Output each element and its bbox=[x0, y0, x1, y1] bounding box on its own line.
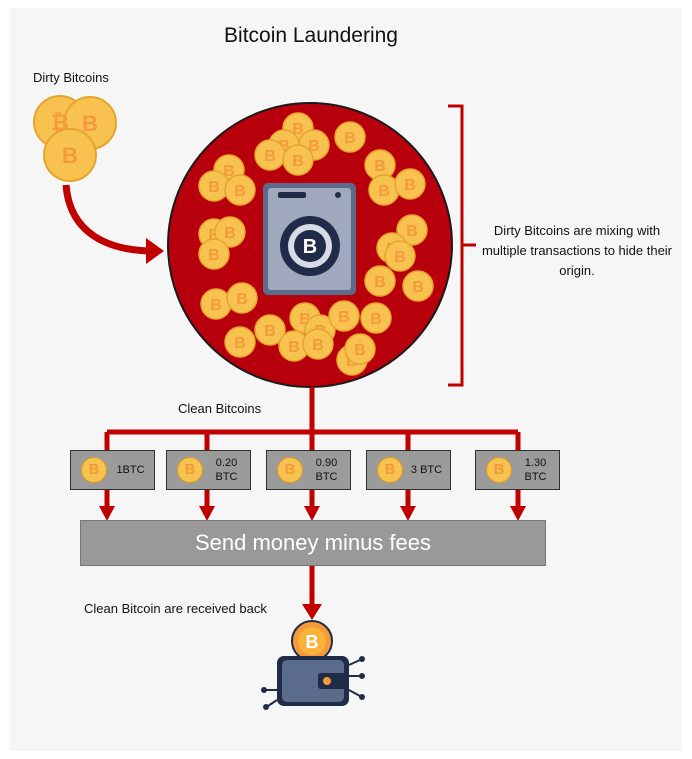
send-money-minus-fees-bar: Send money minus fees bbox=[80, 520, 546, 566]
output-box-1: B 1BTC bbox=[70, 450, 155, 490]
bitcoin-symbol: B bbox=[234, 183, 246, 200]
bitcoin-symbol: B bbox=[278, 138, 290, 155]
svg-text:B: B bbox=[306, 632, 319, 652]
received-back-label: Clean Bitcoin are received back bbox=[84, 601, 267, 616]
bitcoin-symbol: B bbox=[292, 153, 304, 170]
bitcoin-coin-icon bbox=[282, 144, 314, 176]
output-amount: 1.30 BTC bbox=[524, 457, 547, 483]
svg-text:B: B bbox=[303, 236, 317, 258]
bitcoin-coin-icon: B bbox=[377, 457, 403, 483]
bitcoin-symbol: B bbox=[223, 163, 235, 180]
output-box-5: B 1.30 BTC bbox=[475, 450, 560, 490]
bitcoin-coin-icon bbox=[334, 121, 366, 153]
bitcoin-symbol: B bbox=[354, 342, 366, 359]
bitcoin-symbol: B bbox=[370, 311, 382, 328]
diagram-title: Bitcoin Laundering bbox=[224, 24, 398, 47]
output-box-3: B 0.90 BTC bbox=[266, 450, 351, 490]
bitcoin-coin-icon bbox=[254, 314, 286, 346]
bitcoin-symbol: B bbox=[234, 335, 246, 352]
bitcoin-symbol: B bbox=[208, 227, 220, 244]
bitcoin-symbol: B bbox=[210, 297, 222, 314]
bitcoin-symbol: B bbox=[264, 323, 276, 340]
output-box-2: B 0.20 BTC bbox=[166, 450, 251, 490]
bitcoin-symbol: B bbox=[224, 225, 236, 242]
bitcoin-coin-icon bbox=[226, 282, 258, 314]
bitcoin-symbol: B bbox=[374, 158, 386, 175]
bitcoin-coin-icon bbox=[214, 216, 246, 248]
bitcoin-coin-icon bbox=[224, 326, 256, 358]
bitcoin-symbol: B bbox=[406, 223, 418, 240]
bitcoin-symbol: B bbox=[338, 309, 350, 326]
output-box-4: B 3 BTC bbox=[366, 450, 451, 490]
bitcoin-coin-icon: B bbox=[486, 457, 512, 483]
bitcoin-coin-icon bbox=[364, 265, 396, 297]
wallet-icon: B bbox=[261, 620, 365, 710]
bitcoin-symbol: B bbox=[208, 247, 220, 264]
bitcoin-symbol: B bbox=[394, 249, 406, 266]
bitcoin-symbol: B bbox=[292, 121, 304, 138]
bitcoin-coin-icon: B bbox=[277, 457, 303, 483]
bitcoin-coin-icon bbox=[198, 238, 230, 270]
bitcoin-symbol: B bbox=[404, 177, 416, 194]
bitcoin-coin-icon bbox=[360, 302, 392, 334]
dirty-bitcoin-coins: ₿ B B bbox=[33, 95, 117, 182]
dirty-to-mixer-arrow bbox=[62, 184, 151, 255]
bitcoin-coin-icon bbox=[396, 214, 428, 246]
output-amount: 0.20 BTC bbox=[215, 457, 238, 483]
bitcoin-symbol: B bbox=[308, 138, 320, 155]
bitcoin-coin-icon: B bbox=[177, 457, 203, 483]
bitcoin-symbol: B bbox=[312, 337, 324, 354]
output-amount: 1BTC bbox=[116, 464, 145, 476]
bitcoin-coin-icon bbox=[302, 328, 334, 360]
dirty-bitcoins-label: Dirty Bitcoins bbox=[33, 70, 109, 85]
bitcoin-symbol: B bbox=[344, 130, 356, 147]
output-amount: 0.90 BTC bbox=[315, 457, 338, 483]
mixing-bracket bbox=[448, 104, 476, 387]
svg-text:₿: ₿ bbox=[51, 110, 69, 135]
bitcoin-coin-icon bbox=[394, 168, 426, 200]
distribution-arrows bbox=[104, 387, 521, 608]
bitcoin-coin-icon: B bbox=[81, 457, 107, 483]
bitcoin-symbol: B bbox=[374, 274, 386, 291]
svg-text:B: B bbox=[62, 143, 78, 168]
bitcoin-coin-icon bbox=[384, 240, 416, 272]
bitcoin-symbol: B bbox=[299, 311, 311, 328]
bitcoin-symbol: B bbox=[378, 183, 390, 200]
output-amount: 3 BTC bbox=[410, 464, 443, 476]
bitcoin-symbol: B bbox=[412, 279, 424, 296]
bitcoin-coin-icon bbox=[344, 333, 376, 365]
clean-bitcoins-label: Clean Bitcoins bbox=[178, 401, 262, 416]
washing-machine-icon: B bbox=[263, 183, 356, 295]
mixing-description: Dirty Bitcoins are mixing with multiple … bbox=[481, 223, 673, 278]
bitcoin-symbol: B bbox=[288, 339, 300, 356]
bitcoin-symbol: B bbox=[236, 291, 248, 308]
svg-text:B: B bbox=[82, 111, 98, 136]
bitcoin-coin-icon bbox=[402, 270, 434, 302]
bitcoin-symbol: B bbox=[264, 148, 276, 165]
bitcoin-coin-icon bbox=[328, 300, 360, 332]
bitcoin-symbol: B bbox=[208, 179, 220, 196]
bitcoin-coin-icon bbox=[224, 174, 256, 206]
